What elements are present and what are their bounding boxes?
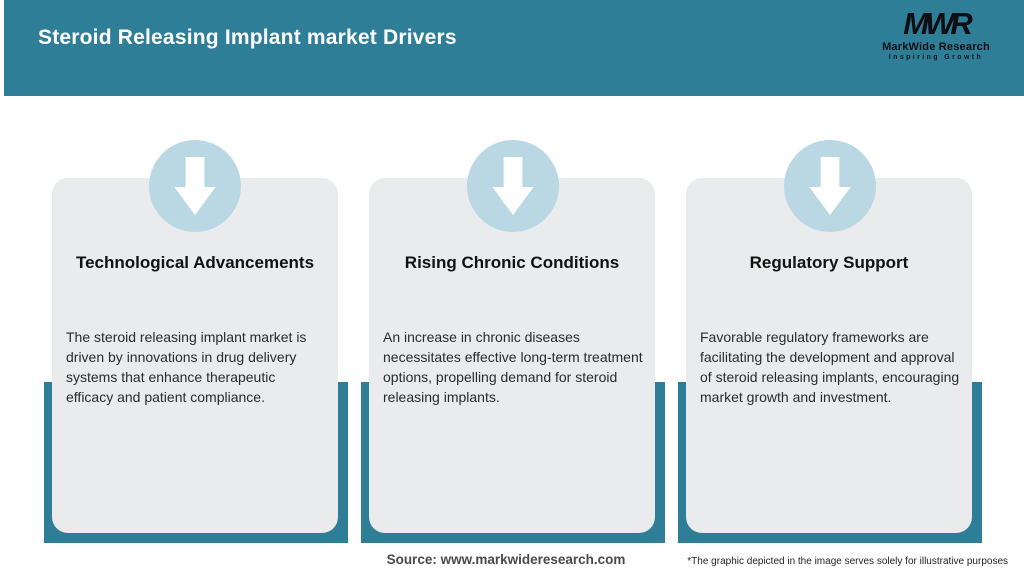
card-title: Regulatory Support [749,253,909,272]
card-title: Rising Chronic Conditions [404,253,620,272]
card-body: Favorable regulatory frameworks are faci… [700,329,960,405]
down-arrow-icon [174,157,216,216]
down-arrow-icon [492,157,534,216]
card-body: The steroid releasing implant market is … [66,329,307,405]
page-title: Steroid Releasing Implant market Drivers [38,26,457,49]
down-arrow-icon [809,157,851,216]
card-body: An increase in chronic diseases necessit… [383,329,643,405]
markwide-research-logo: MWR MarkWide Research Inspiring Growth [876,6,996,63]
logo-monogram: MWR [903,6,972,41]
header-bar: Steroid Releasing Implant market Drivers… [4,0,1024,96]
driver-card-rising-chronic-conditions: Rising Chronic Conditions An increase in… [369,178,655,533]
icon-circle [467,140,559,232]
driver-card-technological-advancements: Technological Advancements The steroid r… [52,178,338,533]
driver-card-regulatory-support: Regulatory Support Favorable regulatory … [686,178,972,533]
icon-circle [149,140,241,232]
logo-tagline: Inspiring Growth [888,53,984,61]
disclaimer-text: *The graphic depicted in the image serve… [687,556,1008,567]
card-title: Technological Advancements [75,253,315,272]
logo-name: MarkWide Research [882,40,990,53]
icon-circle [784,140,876,232]
source-text: Source: www.markwideresearch.com [386,552,626,567]
